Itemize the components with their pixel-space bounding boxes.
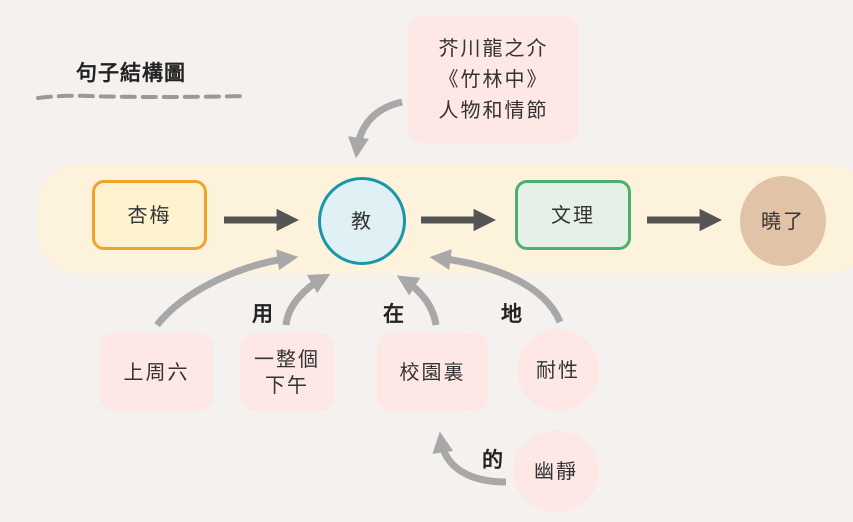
preposition-yong: 用	[252, 302, 273, 326]
source-note-line-1: 芥川龍之介	[438, 36, 549, 60]
source-note-line-3: 人物和情節	[438, 98, 549, 122]
arrow-attribute-to-place	[432, 431, 507, 486]
place-modifier-node: 校園裏	[377, 333, 488, 411]
duration-line-2: 下午	[265, 373, 309, 397]
subject-node: 杏梅	[92, 180, 207, 250]
arrow-duration-to-verb	[282, 273, 331, 326]
arrow-manner-to-verb	[429, 249, 564, 324]
object-node: 文理	[515, 180, 631, 250]
arrow-teacher-to-verb	[348, 98, 403, 159]
duration-line-1: 一整個	[254, 347, 320, 371]
particle-de: 的	[482, 448, 503, 472]
verb-node: 教	[318, 177, 406, 265]
title-underline	[36, 93, 247, 100]
complement-node: 曉了	[740, 176, 826, 266]
arrow-time-to-verb	[154, 249, 299, 328]
arrow-place-to-verb	[396, 275, 440, 326]
source-note-line-2: 《竹林中》	[438, 67, 549, 91]
diagram-title: 句子結構圖	[76, 61, 186, 85]
preposition-zai: 在	[383, 302, 404, 326]
duration-modifier-node: 一整個 下午	[240, 333, 334, 411]
particle-di: 地	[501, 302, 522, 326]
place-attribute-node: 幽靜	[513, 430, 599, 512]
time-modifier-node: 上周六	[100, 333, 213, 411]
source-note-box: 芥川龍之介 《竹林中》 人物和情節	[408, 16, 579, 143]
manner-modifier-node: 耐性	[517, 329, 599, 411]
